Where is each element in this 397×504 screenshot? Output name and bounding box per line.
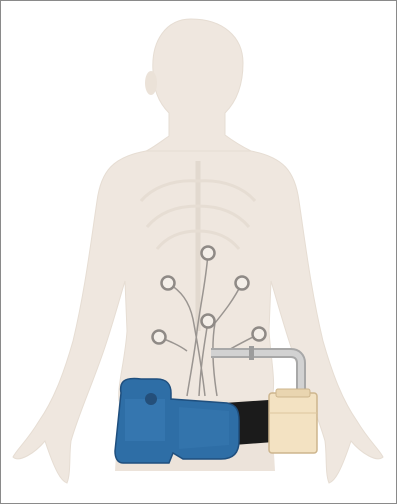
battery-pack [269, 389, 317, 453]
electrode-pad [202, 247, 215, 260]
electrode-pad [153, 331, 166, 344]
electrode-pad [202, 315, 215, 328]
ear [145, 71, 157, 95]
electrode-pad [253, 328, 266, 341]
head [146, 19, 251, 151]
electrode-pad [236, 277, 249, 290]
electrode-pad [162, 277, 175, 290]
